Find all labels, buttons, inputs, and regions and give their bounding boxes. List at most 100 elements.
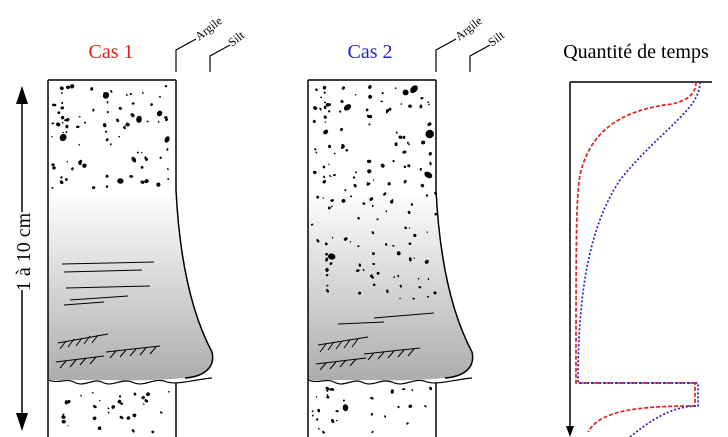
gravel-dot bbox=[159, 411, 163, 414]
gravel-dot bbox=[82, 163, 87, 168]
gravel-dot bbox=[323, 129, 329, 135]
gravel-dot bbox=[368, 94, 373, 99]
argile-tick-label-2: Argile bbox=[452, 14, 485, 44]
gravel-dot bbox=[322, 180, 327, 184]
gravel-dot bbox=[107, 411, 110, 414]
gravel-dot bbox=[59, 133, 67, 142]
gravel-dot bbox=[76, 125, 80, 129]
gravel-dot bbox=[57, 111, 61, 115]
gravel-dot bbox=[320, 96, 322, 99]
gravel-dot bbox=[61, 121, 64, 124]
column-outline-2 bbox=[435, 80, 474, 379]
gravel-dot bbox=[367, 169, 372, 174]
gravel-dot bbox=[322, 197, 324, 199]
gravel-dot bbox=[324, 121, 327, 123]
gravel-dot bbox=[314, 148, 317, 151]
gravel-dot bbox=[343, 104, 352, 111]
gravel-dot bbox=[120, 402, 124, 405]
gravel-dot bbox=[125, 122, 130, 127]
gravel-dot bbox=[380, 163, 385, 168]
gravel-dot bbox=[434, 212, 438, 216]
gravel-dot bbox=[144, 399, 149, 403]
gravel-dot bbox=[60, 106, 65, 110]
gravel-dot bbox=[129, 175, 134, 178]
gravel-dot bbox=[376, 218, 379, 221]
gravel-dot bbox=[51, 163, 55, 167]
gravel-dot bbox=[325, 273, 329, 277]
gravel-dot bbox=[132, 413, 137, 418]
gravel-dot bbox=[408, 404, 413, 409]
gravel-dot bbox=[408, 242, 412, 245]
gravel-dot bbox=[167, 391, 170, 393]
thickness-label: 1 à 10 cm bbox=[13, 212, 35, 291]
gravel-dot bbox=[151, 430, 155, 434]
gravel-dot bbox=[369, 274, 373, 278]
gravel-dot bbox=[369, 197, 374, 201]
gravel-dot bbox=[403, 179, 407, 184]
gravel-dot bbox=[343, 237, 348, 241]
gravel-dot bbox=[140, 165, 144, 169]
gravel-dot bbox=[311, 414, 314, 417]
gravel-dot bbox=[424, 171, 433, 179]
gravel-dot bbox=[402, 388, 406, 391]
gravel-dot bbox=[339, 110, 342, 113]
gravel-dot bbox=[392, 159, 395, 163]
erosive-base-1 bbox=[47, 377, 213, 385]
gravel-dot bbox=[418, 285, 422, 289]
gravel-dot bbox=[403, 165, 407, 169]
gravel-dot bbox=[52, 166, 56, 170]
gravel-dot bbox=[80, 394, 82, 397]
gravel-dot bbox=[313, 106, 318, 110]
gravel-dot bbox=[141, 151, 143, 154]
gravel-dot bbox=[326, 284, 329, 287]
gravel-dot bbox=[406, 141, 409, 144]
gravel-dot bbox=[126, 94, 128, 96]
gravel-dot bbox=[84, 121, 87, 124]
gravel-dot bbox=[142, 403, 145, 405]
gravel-dot bbox=[390, 389, 394, 394]
gravel-dot bbox=[105, 185, 109, 188]
gravel-dot bbox=[329, 175, 332, 177]
gravel-dot bbox=[110, 89, 113, 93]
gravel-dot bbox=[354, 94, 357, 96]
gravel-dot bbox=[407, 164, 411, 168]
gravel-dot bbox=[92, 405, 97, 409]
gravel-dot bbox=[342, 399, 345, 402]
gravel-dot bbox=[428, 103, 430, 106]
laminations-1 bbox=[61, 261, 155, 306]
gravel-dot bbox=[408, 257, 412, 262]
gravel-dot bbox=[357, 245, 360, 248]
gravel-dot bbox=[59, 180, 64, 185]
gravel-dot bbox=[372, 179, 375, 181]
gravel-dot bbox=[357, 216, 360, 220]
gravel-dot bbox=[385, 243, 388, 246]
gravel-dot bbox=[325, 257, 329, 262]
gravel-dot bbox=[156, 110, 163, 117]
gravel-dot bbox=[323, 115, 327, 119]
gravel-dot bbox=[157, 120, 160, 123]
gravel-dot bbox=[56, 122, 61, 127]
gravel-dot bbox=[107, 407, 110, 410]
gravel-dot bbox=[319, 107, 322, 111]
gravel-dot bbox=[105, 138, 109, 142]
gravel-dot bbox=[424, 405, 427, 408]
gravel-dot bbox=[385, 210, 388, 213]
gravel-dot bbox=[411, 389, 414, 392]
grain-scale-1: Argile Silt bbox=[175, 14, 248, 72]
gravel-dot bbox=[105, 130, 108, 133]
gravel-dot bbox=[341, 143, 345, 148]
gravel-dot bbox=[327, 206, 331, 210]
gravel-dot bbox=[141, 396, 145, 400]
gravel-dot bbox=[388, 107, 392, 111]
gravel-dot bbox=[51, 135, 53, 138]
graded-bed-2 bbox=[308, 190, 473, 381]
gravel-dot bbox=[433, 291, 437, 295]
gravel-dot bbox=[325, 252, 329, 256]
gravel-dot bbox=[424, 259, 429, 264]
gravel-dot bbox=[311, 410, 314, 413]
gravel-dot bbox=[116, 118, 120, 123]
gravel-dot bbox=[402, 135, 406, 139]
gravel-dot bbox=[383, 192, 387, 196]
gravel-dot bbox=[395, 131, 398, 134]
